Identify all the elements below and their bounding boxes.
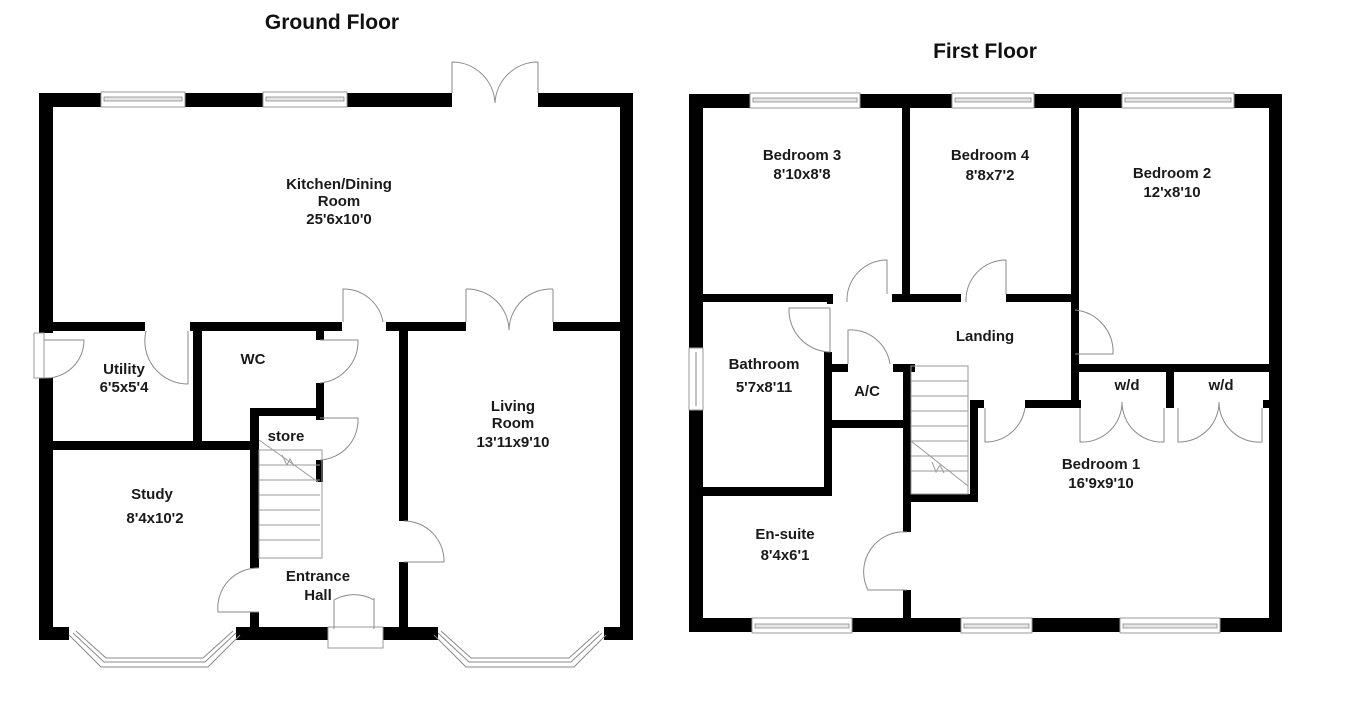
study-label: Study — [131, 486, 173, 503]
wardrobe-1-label: w/d — [1114, 377, 1140, 394]
first-floor-internal-walls — [703, 108, 1269, 618]
en-suite-size: 8'4x6'1 — [761, 547, 810, 564]
bedroom-3-label: Bedroom 3 — [763, 147, 841, 164]
living-room-bay-window — [433, 630, 607, 668]
landing-label: Landing — [956, 328, 1014, 345]
bedroom-3-size: 8'10x8'8 — [773, 166, 830, 183]
living-room-label-2: Room — [492, 415, 535, 432]
ground-floor-title: Ground Floor — [265, 11, 399, 34]
ground-floor-plan: Ground Floor — [33, 11, 633, 668]
first-floor-outer-walls — [689, 94, 1282, 632]
bedroom-4-size: 8'8x7'2 — [966, 167, 1015, 184]
first-floor-windows — [688, 92, 1235, 634]
study-size: 8'4x10'2 — [126, 510, 183, 527]
first-floor-staircase — [910, 365, 969, 495]
kitchen-french-doors — [451, 61, 539, 104]
utility-size: 6'5x5'4 — [100, 379, 150, 396]
wc-label: WC — [241, 351, 266, 368]
bedroom-1-size: 16'9x9'10 — [1068, 475, 1134, 492]
first-floor-doors — [788, 259, 1263, 591]
first-floor-plan: First Floor — [688, 40, 1282, 634]
ground-floor-labels: Kitchen/Dining Room 25'6x10'0 Utility 6'… — [100, 176, 550, 604]
living-room-size: 13'11x9'10 — [476, 434, 549, 451]
kitchen-dining-size: 25'6x10'0 — [306, 211, 372, 228]
bedroom-1-label: Bedroom 1 — [1062, 456, 1140, 473]
ground-floor-windows — [33, 91, 348, 379]
bathroom-label: Bathroom — [729, 356, 800, 373]
living-room-label: Living — [491, 398, 535, 415]
entrance-hall-label-2: Hall — [304, 587, 332, 604]
utility-label: Utility — [103, 361, 145, 378]
kitchen-dining-label: Kitchen/Dining — [286, 176, 392, 193]
entrance-hall-label: Entrance — [286, 568, 350, 585]
ground-floor-outer-walls — [39, 93, 633, 640]
first-floor-title: First Floor — [933, 40, 1037, 63]
wardrobe-2-label: w/d — [1208, 377, 1234, 394]
first-floor-labels: Bedroom 3 8'10x8'8 Bedroom 4 8'8x7'2 Bed… — [729, 147, 1234, 564]
bedroom-2-label: Bedroom 2 — [1133, 165, 1211, 182]
ground-floor-staircase — [258, 439, 323, 559]
front-door — [327, 594, 384, 649]
kitchen-dining-label-2: Room — [318, 193, 361, 210]
ground-floor-doors — [43, 288, 554, 613]
bedroom-2-size: 12'x8'10 — [1143, 184, 1200, 201]
ground-floor-internal-walls — [53, 322, 620, 627]
bathroom-size: 5'7x8'11 — [736, 379, 792, 396]
store-label: store — [268, 428, 305, 445]
bedroom-4-label: Bedroom 4 — [951, 147, 1030, 164]
en-suite-label: En-suite — [755, 526, 814, 543]
study-bay-window — [68, 630, 241, 668]
airing-cupboard-label: A/C — [854, 383, 880, 400]
